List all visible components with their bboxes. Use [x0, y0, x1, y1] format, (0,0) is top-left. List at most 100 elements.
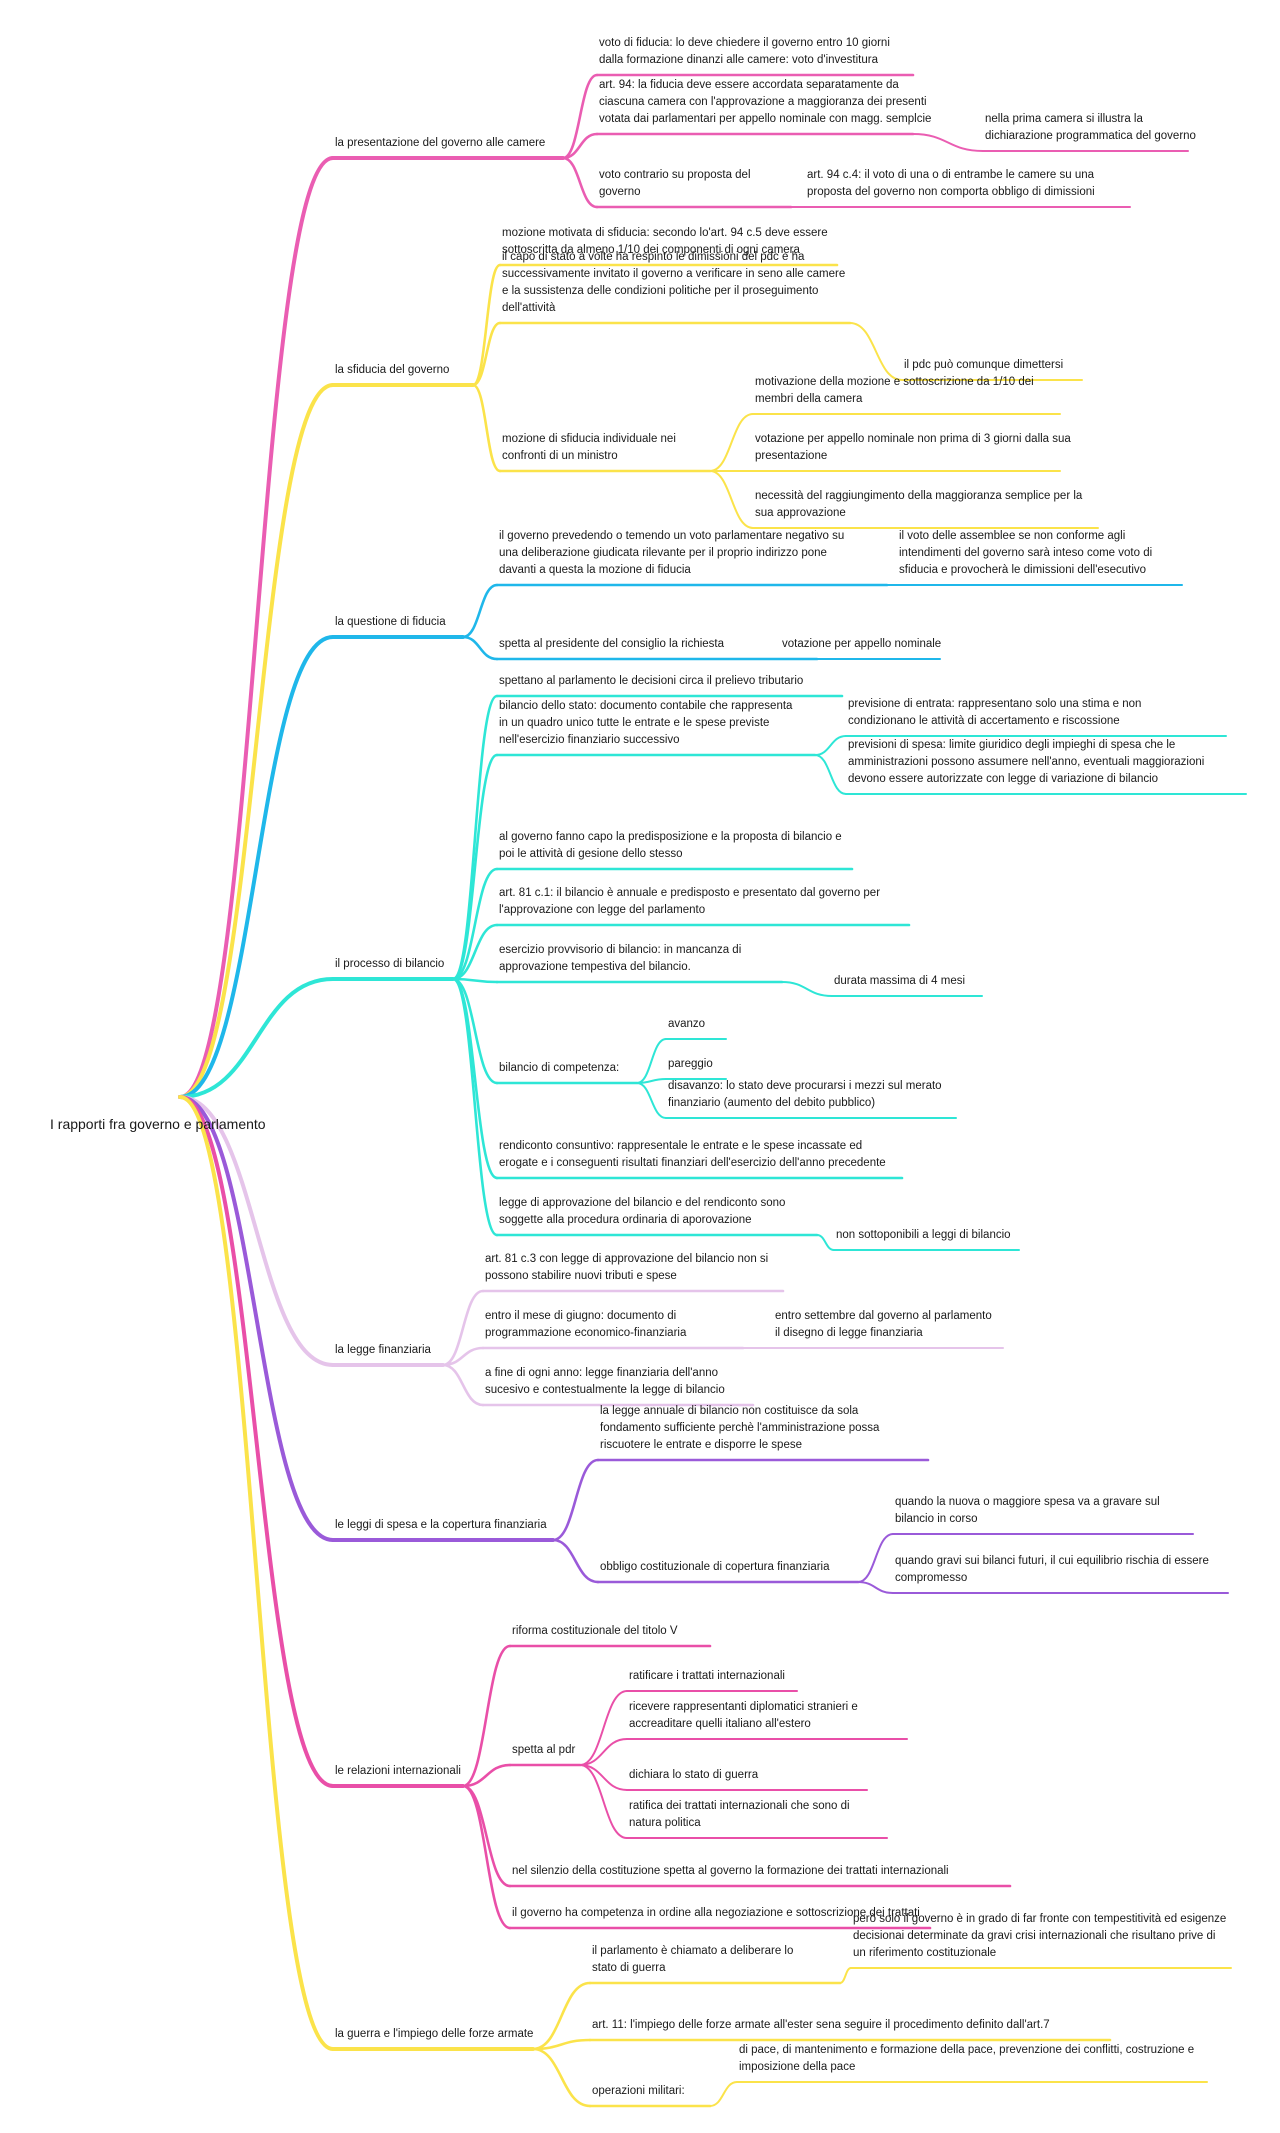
sub-connector — [709, 413, 754, 472]
item-node[interactable]: voto contrario su proposta del governo — [599, 169, 751, 198]
sub-connector — [814, 754, 847, 795]
item-connector — [451, 753, 499, 981]
item-node[interactable]: il parlamento è chiamato a deliberare lo… — [592, 1945, 794, 1974]
sub-connector — [636, 1082, 667, 1119]
item-connector — [451, 977, 499, 984]
item-node[interactable]: il governo prevedendo o temendo un voto … — [499, 530, 845, 576]
item-node[interactable]: spetta al presidente del consiglio la ri… — [499, 638, 725, 650]
item-connector — [441, 1363, 485, 1407]
item-connector — [451, 977, 499, 1085]
item-node[interactable]: mozione di sfiducia individuale nei conf… — [502, 433, 676, 462]
sub-connector — [839, 1967, 852, 1984]
branch-title[interactable]: la sfiducia del governo — [335, 364, 450, 376]
item-connector — [531, 2047, 592, 2108]
item-connector — [441, 1289, 485, 1367]
item-node[interactable]: al governo fanno capo la predisposizione… — [499, 831, 842, 860]
sub-connector — [579, 1764, 628, 1839]
sub-item-node[interactable]: ratifica dei trattati internazionali che… — [629, 1800, 850, 1829]
item-connector — [461, 1763, 512, 1788]
item-node[interactable]: art. 11: l'impiego delle forze armate al… — [592, 2019, 1050, 2031]
item-connector — [461, 1784, 512, 1888]
sub-item-node[interactable]: non sottoponibili a leggi di bilancio — [836, 1229, 1011, 1241]
branch-title[interactable]: la guerra e l'impiego delle forze armate — [335, 2028, 534, 2040]
sub-item-node[interactable]: quando gravi sui bilanci futuri, il cui … — [895, 1555, 1209, 1584]
branch-title[interactable]: le leggi di spesa e la copertura finanzi… — [335, 1519, 547, 1531]
sub-item-node[interactable]: necessità del raggiungimento della maggi… — [755, 490, 1083, 519]
item-connector — [471, 321, 502, 387]
sub-connector — [709, 470, 754, 529]
branch-title[interactable]: la questione di fiducia — [335, 616, 446, 628]
item-node[interactable]: mozione motivata di sfiducia: secondo lo… — [502, 227, 828, 256]
item-connector — [461, 635, 499, 661]
item-node[interactable]: entro il mese di giugno: documento di pr… — [485, 1310, 687, 1339]
item-node[interactable]: spettano al parlamento le decisioni circ… — [499, 675, 804, 687]
sub-connector — [857, 1581, 894, 1594]
sub-item-node[interactable]: motivazione della mozione e sottoscrizio… — [755, 376, 1034, 405]
item-node[interactable]: art. 81 c.3 con legge di approvazione de… — [485, 1253, 769, 1282]
item-node[interactable]: bilancio dello stato: documento contabil… — [499, 700, 793, 746]
item-node[interactable]: spetta al pdr — [512, 1744, 576, 1756]
branch-title[interactable]: il processo di bilancio — [335, 958, 445, 970]
item-node[interactable]: il governo ha competenza in ordine alla … — [512, 1907, 920, 1919]
sub-item-node[interactable]: però solo il governo è in grado di far f… — [853, 1913, 1227, 1959]
item-node[interactable]: art. 94: la fiducia deve essere accordat… — [599, 79, 932, 125]
item-connector — [551, 1458, 600, 1542]
sub-connector — [816, 1234, 835, 1251]
item-node[interactable]: nel silenzio della costituzione spetta a… — [512, 1865, 949, 1877]
item-node[interactable]: riforma costituzionale del titolo V — [512, 1625, 678, 1637]
item-node[interactable]: a fine di ogni anno: legge finanziaria d… — [485, 1367, 725, 1396]
item-connector — [461, 583, 499, 639]
item-node[interactable]: bilancio di competenza: — [499, 1062, 620, 1074]
item-node[interactable]: il capo di stato a volte ha respinto le … — [502, 251, 846, 314]
sub-connector — [636, 1038, 667, 1084]
sub-item-node[interactable]: previsione di entrata: rappresentano sol… — [848, 698, 1142, 727]
item-connector — [461, 1644, 512, 1788]
sub-item-node[interactable]: il pdc può comunque dimettersi — [904, 359, 1064, 371]
item-node[interactable]: obbligo costituzionale di copertura fina… — [600, 1561, 830, 1573]
sub-connector — [781, 981, 833, 997]
sub-item-node[interactable]: di pace, di mantenimento e formazione de… — [739, 2044, 1195, 2073]
branch-title[interactable]: le relazioni internazionali — [335, 1765, 461, 1777]
sub-item-node[interactable]: quando la nuova o maggiore spesa va a gr… — [895, 1496, 1160, 1525]
sub-connector — [912, 133, 984, 152]
item-node[interactable]: rendiconto consuntivo: rappresentale le … — [499, 1140, 886, 1169]
sub-connector — [579, 1690, 628, 1766]
sub-item-node[interactable]: avanzo — [668, 1018, 706, 1030]
sub-item-node[interactable]: durata massima di 4 mesi — [834, 975, 966, 987]
sub-item-node[interactable]: nella prima camera si illustra la dichia… — [985, 113, 1196, 142]
sub-item-node[interactable]: dichiara lo stato di guerra — [629, 1769, 759, 1781]
item-connector — [451, 923, 499, 981]
item-connector — [451, 977, 499, 1237]
item-node[interactable]: operazioni militari: — [592, 2085, 685, 2097]
sub-item-node[interactable]: votazione per appello nominale — [782, 638, 942, 650]
sub-item-node[interactable]: art. 94 c.4: il voto di una o di entramb… — [807, 169, 1095, 198]
branch-connector — [178, 156, 335, 1099]
sub-connector — [814, 735, 847, 756]
sub-connector — [709, 2081, 738, 2107]
item-node[interactable]: legge di approvazione del bilancio e del… — [499, 1197, 786, 1226]
item-connector — [531, 2038, 592, 2051]
sub-item-node[interactable]: previsioni di spesa: limite giuridico de… — [848, 739, 1205, 785]
item-connector — [561, 132, 599, 160]
item-connector — [551, 1538, 600, 1584]
item-connector — [451, 694, 499, 981]
sub-item-node[interactable]: ratificare i trattati internazionali — [629, 1670, 785, 1682]
branch-connector — [178, 635, 335, 1099]
branch-title[interactable]: la legge finanziaria — [335, 1344, 431, 1356]
item-node[interactable]: la legge annuale di bilancio non costitu… — [600, 1405, 880, 1451]
item-connector — [461, 1784, 512, 1930]
sub-item-node[interactable]: votazione per appello nominale non prima… — [755, 433, 1071, 462]
root-node[interactable]: I rapporti fra governo e parlamento — [50, 1116, 266, 1132]
item-connector — [471, 383, 502, 473]
item-node[interactable]: art. 81 c.1: il bilancio è annuale e pre… — [499, 887, 881, 916]
item-connector — [561, 156, 599, 209]
sub-item-node[interactable]: il voto delle assemblee se non conforme … — [899, 530, 1153, 576]
branch-title[interactable]: la presentazione del governo alle camere — [335, 137, 546, 149]
sub-item-node[interactable]: ricevere rappresentanti diplomatici stra… — [629, 1701, 858, 1730]
sub-item-node[interactable]: pareggio — [668, 1058, 713, 1070]
item-node[interactable]: esercizio provvisorio di bilancio: in ma… — [499, 944, 742, 973]
sub-item-node[interactable]: disavanzo: lo stato deve procurarsi i me… — [668, 1080, 942, 1109]
sub-connector — [857, 1533, 894, 1583]
item-node[interactable]: voto di fiducia: lo deve chiedere il gov… — [599, 37, 890, 66]
sub-item-node[interactable]: entro settembre dal governo al parlament… — [775, 1310, 992, 1339]
